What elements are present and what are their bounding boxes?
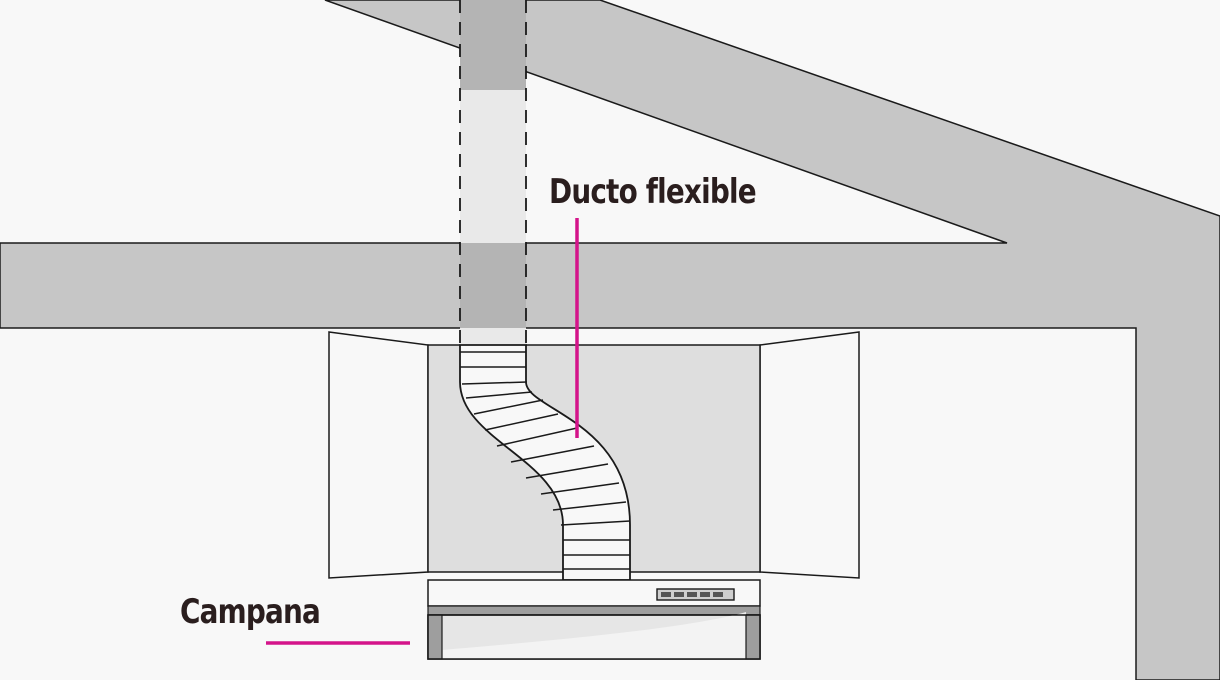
hood-shine (442, 612, 746, 659)
cabinet-right-door (759, 331, 860, 579)
duct-hidden-gap (460, 328, 526, 345)
duct-hidden-wall (460, 90, 526, 243)
duct-hidden-beam (460, 243, 526, 328)
hood-trim (427, 605, 761, 616)
flexible-duct-ribs (460, 351, 631, 570)
duct-label: Ducto flexible (549, 172, 757, 212)
range-hood (427, 579, 761, 660)
hood-button-icon (656, 588, 735, 601)
hood-label: Campana (180, 592, 321, 632)
cabinet-left-door (328, 331, 429, 579)
hood-left-edge (427, 614, 443, 660)
duct-hidden-upper (460, 0, 526, 90)
hood-front-outline (427, 614, 761, 660)
flexible-duct-icon (459, 344, 631, 581)
hood-right-edge (745, 614, 761, 660)
